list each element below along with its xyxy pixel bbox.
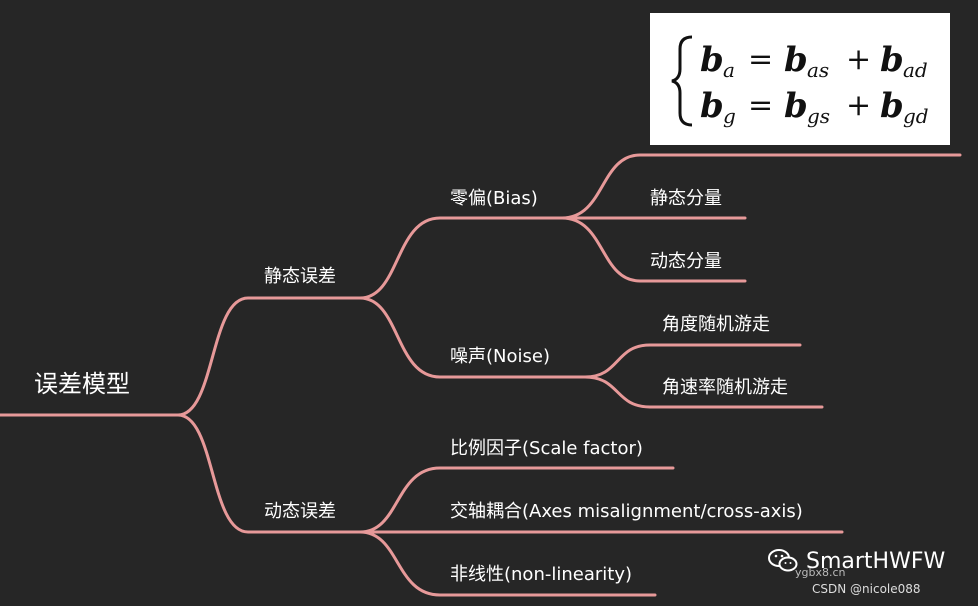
formula-brace [671, 35, 693, 127]
wechat-icon [768, 549, 798, 572]
formula-l2-t2-sub: gd [903, 104, 929, 128]
formula-l2-lhs-sub: g [723, 104, 736, 128]
formula-l2-eq: = [748, 88, 773, 123]
node-dynamic-error: 动态误差 [264, 501, 336, 522]
branch-dyn-scale [358, 466, 675, 534]
node-static-error: 静态误差 [264, 266, 336, 287]
watermark-brand: SmartHWFW [806, 548, 946, 574]
bias-formula-box: b a = b as + b ad b g = b gs + b gd [650, 13, 950, 145]
branch-noise-arw [583, 343, 802, 379]
node-bias: 零偏(Bias) [450, 188, 538, 209]
root-node-error-model: 误差模型 [34, 370, 130, 398]
watermark-sub: ygbx8.cn [795, 566, 846, 579]
branch-static-bias [358, 216, 564, 300]
branch-noise-rrw [583, 375, 824, 409]
formula-l1-lhs: b [700, 40, 724, 80]
node-scale-factor: 比例因子(Scale factor) [450, 438, 643, 459]
branch-bias-dynamic-comp [560, 216, 747, 283]
formula-l1-plus: + [846, 42, 871, 77]
node-static-component: 静态分量 [650, 188, 722, 209]
branch-root-static [176, 296, 362, 417]
formula-l1-t1-sub: as [807, 58, 829, 82]
node-cross-axis: 交轴耦合(Axes misalignment/cross-axis) [450, 501, 803, 522]
node-angle-random-walk: 角度随机游走 [662, 314, 770, 335]
formula-l2-plus: + [846, 88, 871, 123]
formula-l2-t2: b [880, 86, 904, 126]
node-nonlinearity: 非线性(non-linearity) [450, 564, 632, 585]
node-noise: 噪声(Noise) [450, 346, 550, 367]
formula-l1-t2: b [880, 40, 904, 80]
branch-root-dynamic [176, 413, 362, 534]
csdn-credit: CSDN @nicole088 [812, 582, 921, 596]
formula-l1-lhs-sub: a [723, 58, 735, 82]
formula-l2-t1-sub: gs [807, 104, 830, 128]
formula-l1-eq: = [748, 42, 773, 77]
formula-l1-t1: b [784, 40, 808, 80]
formula-l2-t1: b [784, 86, 808, 126]
formula-l1-t2-sub: ad [903, 58, 928, 82]
node-rate-random-walk: 角速率随机游走 [662, 377, 788, 398]
watermark: SmartHWFW [768, 548, 945, 574]
formula-l2-lhs: b [700, 86, 724, 126]
branch-dyn-nonlin [358, 530, 657, 597]
node-dynamic-component: 动态分量 [650, 251, 722, 272]
branch-bias-top [560, 153, 962, 220]
branch-static-noise [358, 296, 587, 379]
